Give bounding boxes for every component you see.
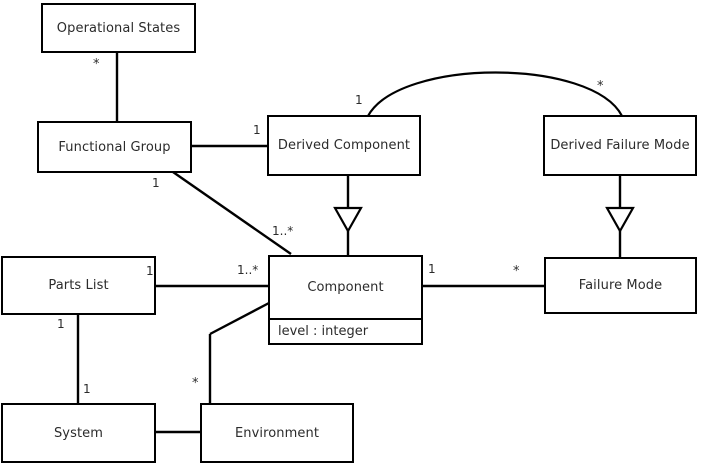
line-functional-group-component (172, 171, 292, 255)
multiplicity-functional-group-derived-component: 1 (253, 123, 261, 137)
class-box-environment[interactable]: Environment (200, 403, 354, 463)
class-box-functional-group[interactable]: Functional Group (37, 121, 192, 173)
class-name-parts-list: Parts List (48, 278, 109, 293)
multiplicity-operational-states-functional-group: * (93, 57, 100, 72)
class-box-parts-list[interactable]: Parts List (1, 256, 156, 315)
multiplicity-parts-list-component: 1 (146, 264, 154, 278)
class-name-environment: Environment (234, 425, 320, 441)
class-name-derived-component: Derived Component (277, 138, 411, 153)
class-box-failure-mode[interactable]: Failure Mode (544, 257, 697, 314)
multiplicity-environment-component: * (192, 376, 199, 391)
curve-derived-component-derived-failure-mode (367, 71, 623, 117)
class-name-component: Component (307, 280, 384, 295)
multiplicity-functional-group-component: 1 (152, 176, 160, 190)
class-box-operational-states[interactable]: Operational States (41, 3, 196, 53)
line-environment-component-diagonal (209, 301, 270, 336)
multiplicity-component-functional-group: 1..* (272, 224, 294, 238)
multiplicity-derived-failure-mode-curve: * (597, 79, 604, 94)
multiplicity-component-parts-list: 1..* (237, 263, 259, 277)
multiplicity-system-parts-list: 1 (83, 382, 91, 396)
multiplicity-failure-mode-component: * (513, 264, 520, 279)
class-box-derived-component[interactable]: Derived Component (267, 115, 421, 176)
class-box-derived-failure-mode[interactable]: Derived Failure Mode (543, 115, 697, 176)
class-box-component[interactable]: Component level : integer (268, 255, 423, 345)
multiplicity-parts-list-system: 1 (57, 317, 65, 331)
class-name-functional-group: Functional Group (58, 139, 171, 155)
class-name-failure-mode: Failure Mode (578, 278, 663, 293)
multiplicity-derived-component-curve: 1 (355, 93, 363, 107)
generalization-triangle-derived-component (333, 206, 363, 234)
class-name-derived-failure-mode: Derived Failure Mode (550, 138, 690, 153)
class-box-system[interactable]: System (1, 403, 156, 463)
class-attribute-component-level: level : integer (270, 318, 421, 343)
generalization-triangle-derived-failure-mode (605, 206, 635, 234)
class-name-operational-states: Operational States (56, 20, 181, 36)
multiplicity-component-failure-mode: 1 (428, 262, 436, 276)
class-name-system: System (53, 425, 104, 441)
